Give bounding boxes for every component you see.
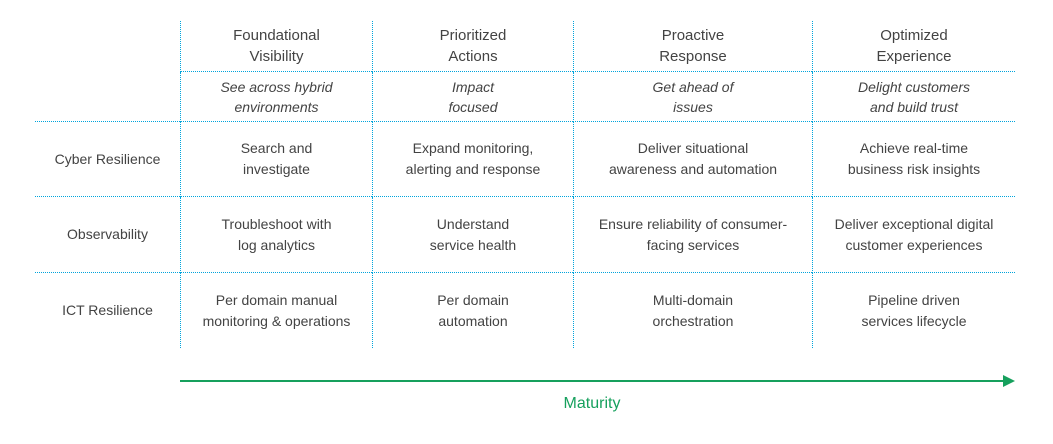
row-label-observability: Observability [35,197,180,273]
maturity-arrow [180,380,1004,382]
column-header-foundational-visibility: Foundational Visibility [180,21,372,72]
column-header-proactive-response: Proactive Response [573,21,812,72]
column-subtitle-optimized-experience: Delight customers and build trust [812,72,1015,122]
maturity-axis-label: Maturity [563,395,621,412]
matrix-cell-ict-proactive: Multi-domain orchestration [573,273,812,348]
column-subtitle-prioritized-actions: Impact focused [372,72,573,122]
corner-spacer [35,21,180,72]
matrix-cell-cyber-prioritized: Expand monitoring, alerting and response [372,122,573,197]
column-subtitle-foundational-visibility: See across hybrid environments [180,72,372,122]
row-label-ict-resilience: ICT Resilience [62,302,153,318]
matrix-cell-ict-prioritized: Per domain automation [372,273,573,348]
subtitle-row-spacer [35,72,180,122]
column-header-prioritized-actions: Prioritized Actions [372,21,573,72]
maturity-table: Foundational Visibility Prioritized Acti… [35,21,1015,348]
row-label-cyber-resilience: Cyber Resilience [35,122,180,197]
matrix-cell-observability-foundational: Troubleshoot with log analytics [180,197,372,273]
matrix-cell-observability-prioritized: Understand service health [372,197,573,273]
matrix-cell-cyber-proactive: Deliver situational awareness and automa… [573,122,812,197]
column-header-optimized-experience: Optimized Experience [812,21,1015,72]
matrix-cell-observability-optimized: Deliver exceptional digital customer exp… [812,197,1015,273]
column-subtitle-proactive-response: Get ahead of issues [573,72,812,122]
matrix-cell-cyber-optimized: Achieve real-time business risk insights [812,122,1015,197]
matrix-cell-cyber-foundational: Search and investigate [180,122,372,197]
matrix-cell-observability-proactive: Ensure reliability of consumer- facing s… [573,197,812,273]
matrix-cell-ict-foundational: Per domain manual monitoring & operation… [180,273,372,348]
arrow-head-icon [1003,375,1015,387]
matrix-cell-ict-optimized: Pipeline driven services lifecycle [812,273,1015,348]
